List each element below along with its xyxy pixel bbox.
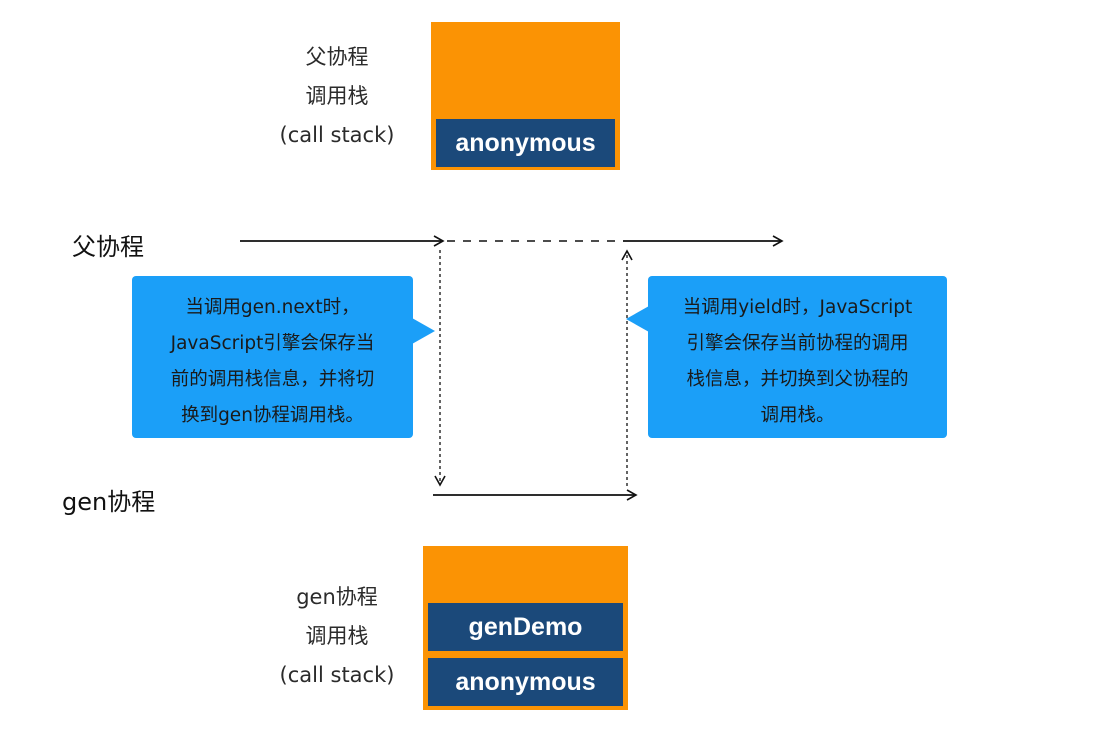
- callout-line: 换到gen协程调用栈。: [181, 405, 364, 426]
- callout-pointer: [412, 318, 435, 344]
- callout-line: JavaScript引擎会保存当: [170, 333, 375, 354]
- stack-frame-anonymous: anonymous: [428, 658, 623, 706]
- gen-next-callout: 当调用gen.next时， JavaScript引擎会保存当 前的调用栈信息，并…: [132, 276, 435, 438]
- gen-stack-caption-line: 调用栈: [305, 624, 369, 648]
- callout-line: 引擎会保存当前协程的调用: [686, 333, 909, 354]
- callout-pointer: [626, 306, 649, 332]
- callout-line: 栈信息，并切换到父协程的: [686, 369, 909, 390]
- stack-frame-gendemo: genDemo: [428, 603, 623, 651]
- callout-line: 调用栈。: [760, 405, 835, 426]
- callout-line: 当调用yield时，JavaScript: [682, 297, 913, 318]
- parent-coroutine-label: 父协程: [72, 233, 144, 261]
- parent-call-stack: anonymous: [431, 22, 620, 170]
- callout-line: 当调用gen.next时，: [185, 297, 360, 318]
- gen-stack-caption-line: (call stack): [279, 663, 395, 687]
- gen-stack-caption: gen协程 调用栈 (call stack): [262, 578, 412, 695]
- gen-stack-caption-line: gen协程: [296, 585, 378, 609]
- stack-frame-anonymous: anonymous: [436, 119, 615, 167]
- parent-stack-caption-line: 父协程: [305, 45, 369, 69]
- parent-stack-caption: 父协程 调用栈 (call stack): [262, 38, 412, 155]
- yield-callout: 当调用yield时，JavaScript 引擎会保存当前协程的调用 栈信息，并切…: [626, 276, 947, 438]
- parent-stack-caption-line: (call stack): [279, 123, 395, 147]
- callout-line: 前的调用栈信息，并将切: [170, 369, 375, 390]
- parent-stack-caption-line: 调用栈: [305, 84, 369, 108]
- gen-coroutine-label: gen协程: [62, 488, 156, 516]
- gen-call-stack: genDemo anonymous: [423, 546, 628, 710]
